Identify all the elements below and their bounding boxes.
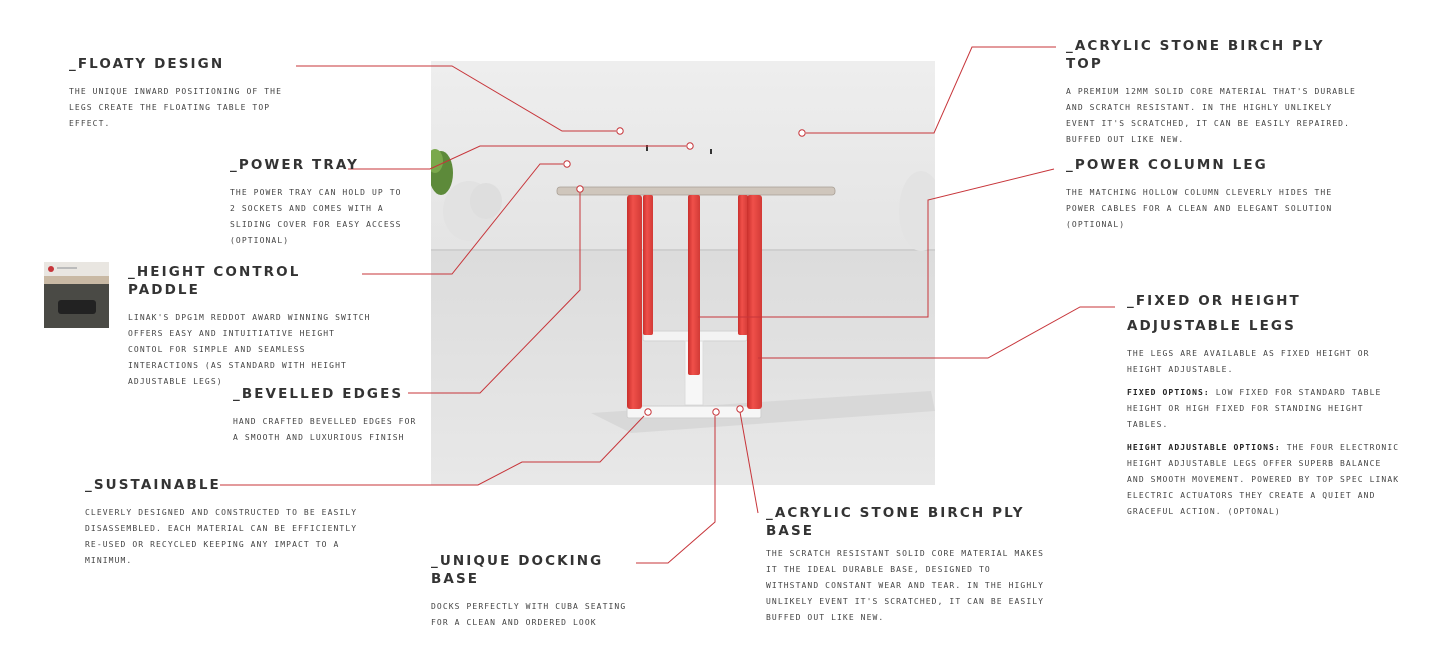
height-paddle-desc: LINAK'S DPG1M REDDOT AWARD WINNING SWITC… [128,313,371,386]
legs-adjustable-label: HEIGHT ADJUSTABLE OPTIONS: [1127,443,1281,452]
sustainable-title: _SUSTAINABLE [85,477,221,493]
callout-legs: _FIXED OR HEIGHT ADJUSTABLE LEGS THE LEG… [1127,292,1417,527]
callout-power-column-leg: _POWER COLUMN LEG THE MATCHING HOLLOW CO… [1066,156,1366,233]
legs-adjustable-text: THE FOUR ELECTRONIC HEIGHT ADJUSTABLE LE… [1127,443,1400,516]
floaty-desc: THE UNIQUE INWARD POSITIONING OF THE LEG… [69,87,282,128]
callout-sustainable: _SUSTAINABLE CLEVERLY DESIGNED AND CONST… [85,476,365,569]
power-column-title: _POWER COLUMN LEG [1066,157,1268,173]
callout-ply-base: _ACRYLIC STONE BIRCH PLY BASE THE SCRATC… [766,504,1051,626]
docking-title: _UNIQUE DOCKING BASE [431,553,604,587]
legs-desc: THE LEGS ARE AVAILABLE AS FIXED HEIGHT O… [1127,349,1370,374]
ply-top-desc: A PREMIUM 12MM SOLID CORE MATERIAL THAT'… [1066,87,1356,144]
legs-fixed-options: FIXED OPTIONS: LOW FIXED FOR STANDARD TA… [1127,385,1402,433]
height-paddle-thumbnail [44,262,109,328]
ply-base-desc: THE SCRATCH RESISTANT SOLID CORE MATERIA… [766,549,1045,622]
table-illustration [431,61,935,485]
legs-title-line2: ADJUSTABLE LEGS [1127,318,1296,334]
callout-ply-top: _ACRYLIC STONE BIRCH PLY TOP A PREMIUM 1… [1066,37,1366,148]
power-tray-desc: THE POWER TRAY CAN HOLD UP TO 2 SOCKETS … [230,188,402,245]
legs-title-line1: _FIXED OR HEIGHT [1127,293,1301,309]
floaty-title: _FLOATY DESIGN [69,56,225,72]
bevelled-title: _BEVELLED EDGES [233,386,404,402]
legs-fixed-text: LOW FIXED FOR STANDARD TABLE HEIGHT OR H… [1127,388,1382,429]
callout-floaty-design: _FLOATY DESIGN THE UNIQUE INWARD POSITIO… [69,55,309,132]
legs-adjustable-options: HEIGHT ADJUSTABLE OPTIONS: THE FOUR ELEC… [1127,440,1402,520]
power-tray-title: _POWER TRAY [230,157,359,173]
legs-fixed-label: FIXED OPTIONS: [1127,388,1210,397]
power-column-desc: THE MATCHING HOLLOW COLUMN CLEVERLY HIDE… [1066,188,1333,229]
bevelled-desc: HAND CRAFTED BEVELLED EDGES FOR A SMOOTH… [233,417,417,442]
callout-unique-docking-base: _UNIQUE DOCKING BASE DOCKS PERFECTLY WIT… [431,552,641,631]
product-photo [431,61,935,485]
callout-bevelled-edges: _BEVELLED EDGES HAND CRAFTED BEVELLED ED… [233,385,423,446]
callout-height-control-paddle: _HEIGHT CONTROL PADDLE LINAK'S DPG1M RED… [128,263,378,390]
callout-power-tray: _POWER TRAY THE POWER TRAY CAN HOLD UP T… [230,156,420,249]
ply-base-title: _ACRYLIC STONE BIRCH PLY BASE [766,505,1025,539]
ply-top-title: _ACRYLIC STONE BIRCH PLY TOP [1066,38,1325,72]
legs-desc-block: THE LEGS ARE AVAILABLE AS FIXED HEIGHT O… [1127,346,1402,520]
height-paddle-title: _HEIGHT CONTROL PADDLE [128,264,301,298]
sustainable-desc: CLEVERLY DESIGNED AND CONSTRUCTED TO BE … [85,508,358,565]
docking-desc: DOCKS PERFECTLY WITH CUBA SEATING FOR A … [431,602,627,627]
